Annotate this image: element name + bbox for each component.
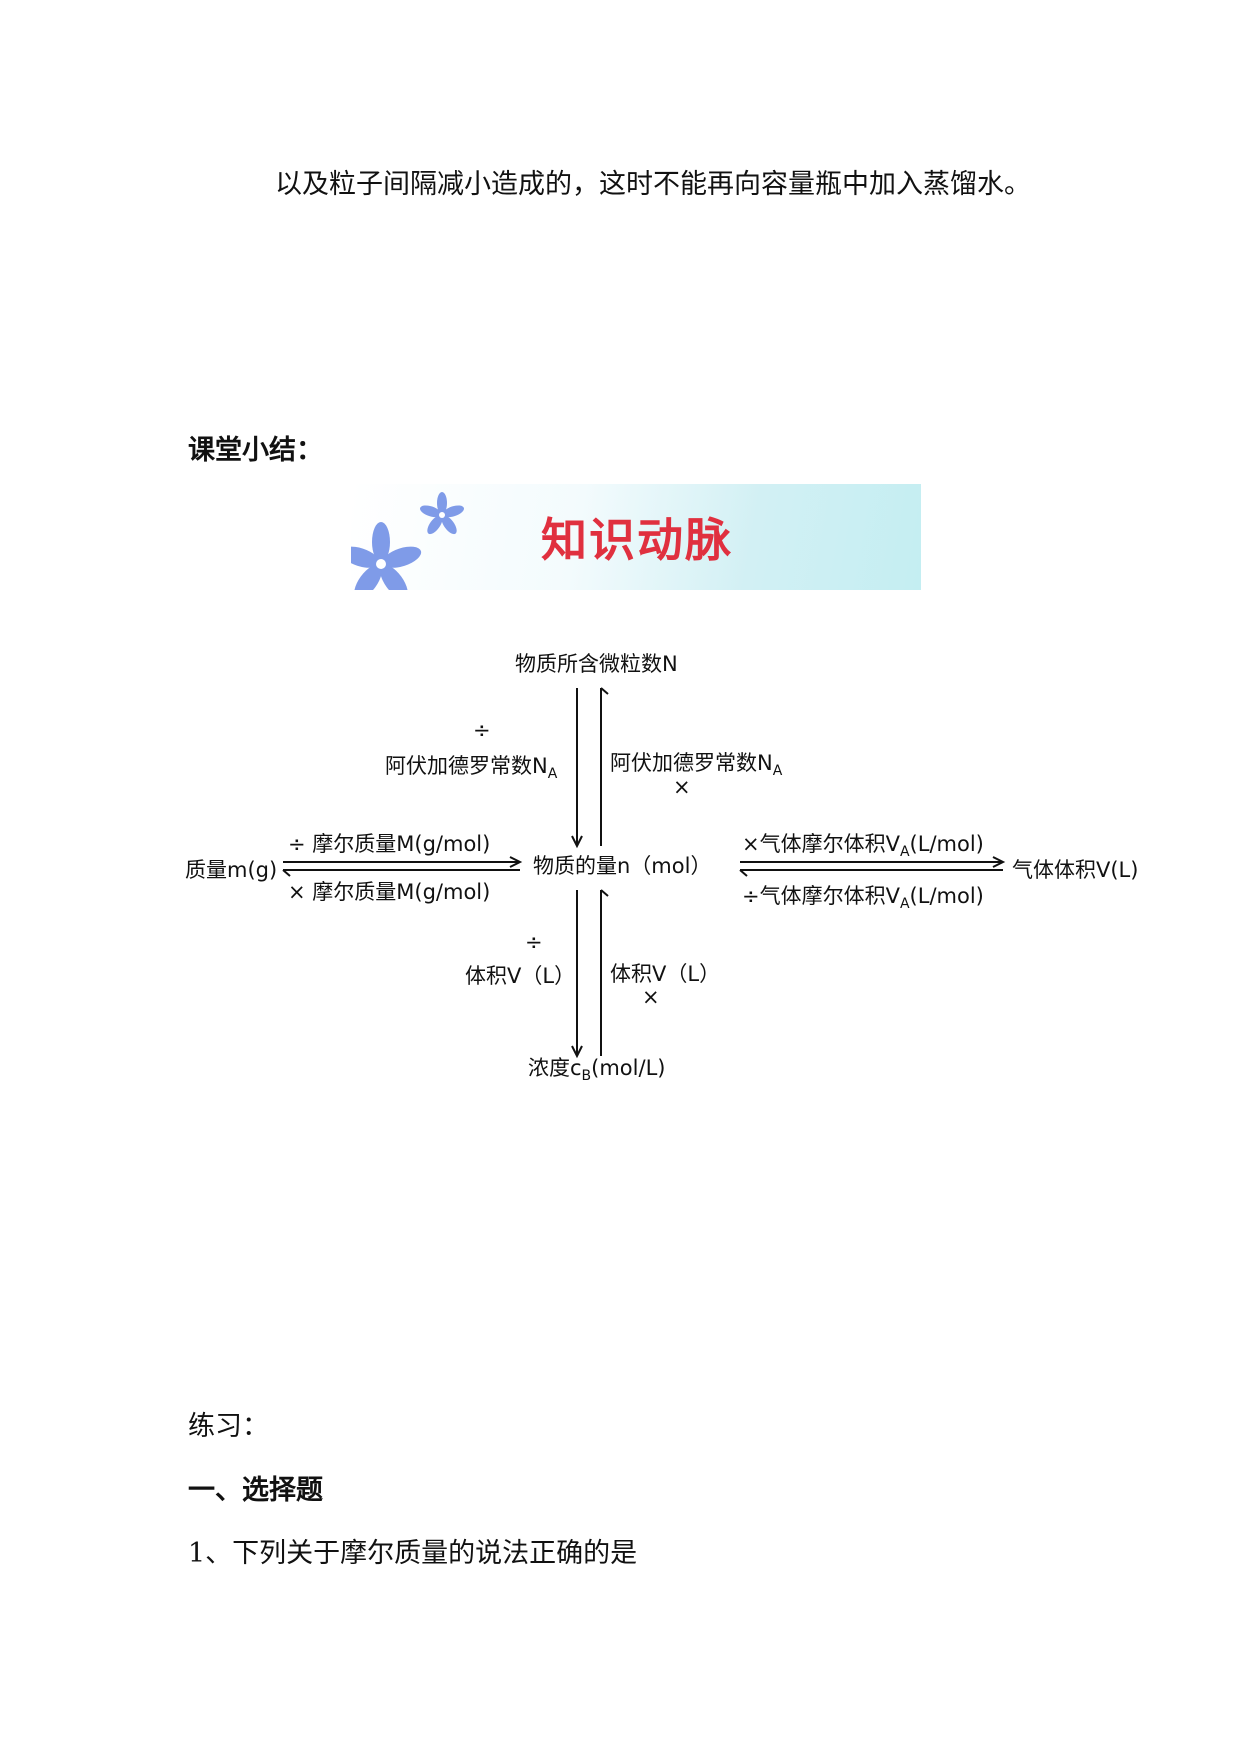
node-amount-of-substance: 物质的量n（mol） [533, 854, 712, 878]
upper-right-operator: × [673, 775, 691, 799]
large-flower-icon [351, 522, 422, 590]
gas-left-arrow [739, 869, 1003, 877]
practice-label: 练习： [188, 1411, 269, 1442]
gas-top-label: ×气体摩尔体积VA(L/mol) [742, 832, 984, 861]
diagram-arrows [282, 687, 1006, 1059]
mass-left-arrow [282, 869, 520, 877]
node-particle-count: 物质所含微粒数N [515, 652, 678, 676]
lower-left-operator: ÷ [525, 930, 543, 954]
lower-right-operator: × [642, 985, 660, 1009]
conversion-diagram: 物质所含微粒数N 物质的量n（mol） 质量m(g) 气体体积V(L) 浓度cB… [180, 640, 1180, 1110]
gas-bottom-label: ÷气体摩尔体积VA(L/mol) [742, 884, 984, 913]
node-gas-volume: 气体体积V(L) [1012, 858, 1139, 882]
upper-up-arrow [600, 687, 609, 846]
lower-down-arrow [571, 890, 583, 1059]
flower-decoration [351, 492, 464, 590]
lower-up-arrow [600, 889, 609, 1056]
node-mass: 质量m(g) [185, 858, 278, 882]
knowledge-banner: 知识动脉 [351, 484, 921, 590]
section-heading: 一、选择题 [188, 1475, 323, 1506]
node-concentration: 浓度cB(mol/L) [528, 1056, 666, 1085]
upper-left-label: 阿伏加德罗常数NA [385, 754, 558, 783]
upper-left-operator: ÷ [473, 718, 491, 742]
mass-top-label: ÷ 摩尔质量M(g/mol) [288, 832, 491, 856]
lower-left-label: 体积V（L） [465, 964, 576, 988]
upper-right-label: 阿伏加德罗常数NA [610, 751, 783, 780]
banner-title: 知识动脉 [541, 513, 733, 567]
mass-right-arrow [283, 856, 523, 868]
paragraph-tail: 以及粒子间隔减小造成的，这时不能再向容量瓶中加入蒸馏水。 [275, 169, 1031, 200]
lower-right-label: 体积V（L） [610, 962, 721, 986]
mass-bottom-label: × 摩尔质量M(g/mol) [288, 880, 491, 904]
upper-down-arrow [571, 688, 583, 849]
small-flower-icon [420, 492, 464, 535]
question-1: 1、下列关于摩尔质量的说法正确的是 [188, 1538, 638, 1569]
gas-right-arrow [740, 856, 1006, 868]
summary-heading: 课堂小结： [188, 435, 323, 466]
